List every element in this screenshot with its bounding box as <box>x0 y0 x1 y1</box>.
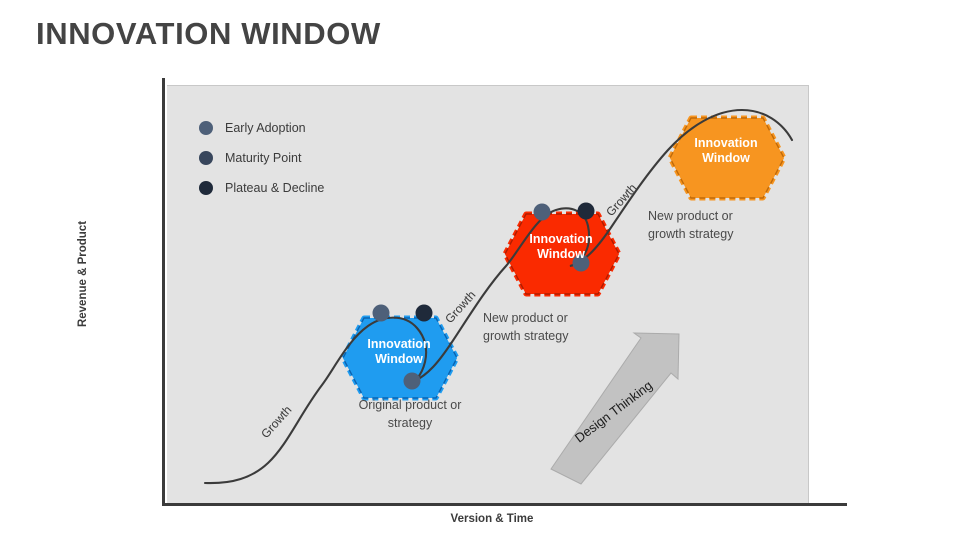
caption-line1: Original product or <box>358 398 462 412</box>
legend-dot-icon <box>199 151 213 165</box>
caption-original-product: Original product or strategy <box>340 396 480 432</box>
caption-line1: New product or <box>483 311 568 325</box>
innovation-window-red-label: Innovation Window <box>511 232 611 262</box>
window-label-line2: Window <box>702 151 750 165</box>
legend-item-early-adoption[interactable]: Early Adoption <box>199 113 324 143</box>
window-label-line1: Innovation <box>694 136 758 150</box>
legend-dot-icon <box>199 121 213 135</box>
legend-item-label: Maturity Point <box>225 151 302 165</box>
y-axis-line <box>162 78 165 506</box>
x-axis-line <box>162 503 847 506</box>
caption-line2: growth strategy <box>648 227 734 241</box>
x-axis-title: Version & Time <box>450 513 534 525</box>
innovation-window-blue-label: Innovation Window <box>349 337 449 367</box>
legend-dot-icon <box>199 181 213 195</box>
caption-new-product-orange: New product or growth strategy <box>648 207 778 243</box>
legend-item-maturity-point[interactable]: Maturity Point <box>199 143 324 173</box>
legend-item-plateau-decline[interactable]: Plateau & Decline <box>199 173 324 203</box>
y-axis-title: Revenue & Product <box>77 220 89 328</box>
caption-line1: New product or <box>648 209 733 223</box>
caption-line2: strategy <box>387 416 433 430</box>
legend: Early Adoption Maturity Point Plateau & … <box>199 113 324 203</box>
caption-line2: growth strategy <box>483 329 569 343</box>
window-label-line1: Innovation <box>367 337 431 351</box>
window-label-line2: Window <box>537 247 585 261</box>
page-title: INNOVATION WINDOW <box>36 16 381 51</box>
legend-item-label: Plateau & Decline <box>225 181 325 195</box>
innovation-window-orange-label: Innovation Window <box>676 136 776 166</box>
legend-item-label: Early Adoption <box>225 121 306 135</box>
window-label-line2: Window <box>375 352 423 366</box>
window-label-line1: Innovation <box>529 232 593 246</box>
caption-new-product-red: New product or growth strategy <box>483 309 613 345</box>
